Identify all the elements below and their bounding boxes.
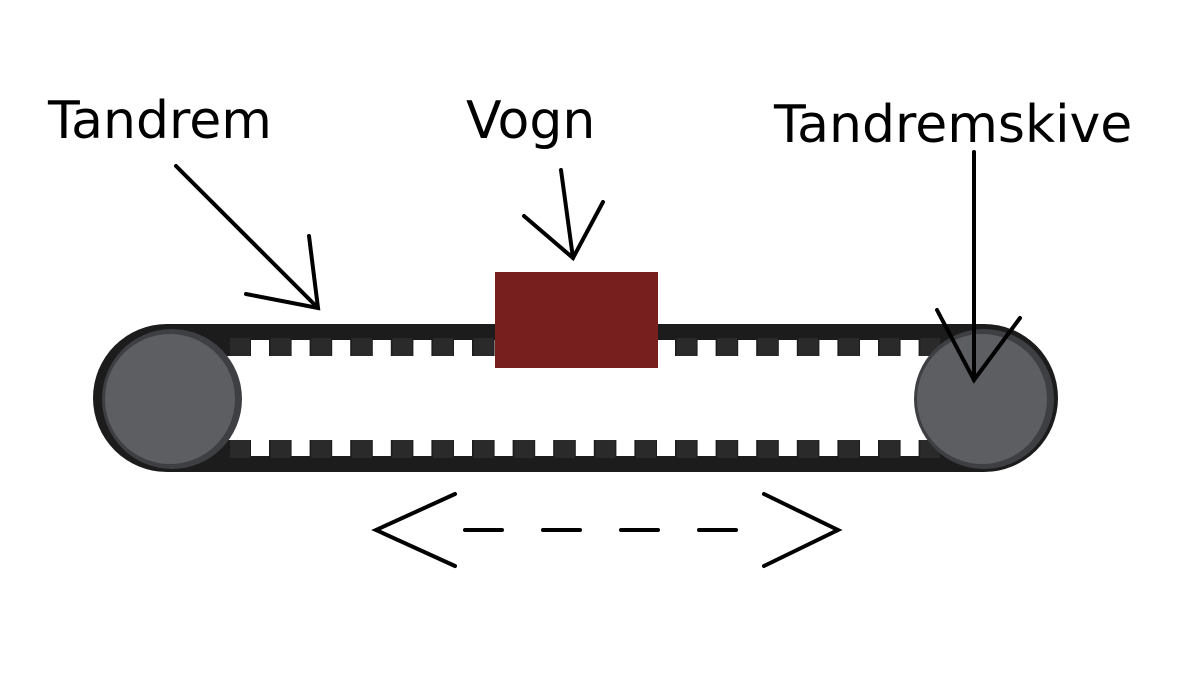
belt-tooth <box>839 440 859 458</box>
belt-tooth-gap <box>697 340 716 356</box>
belt-tooth <box>433 440 453 458</box>
belt-tooth-gap <box>900 340 919 356</box>
belt-tooth <box>270 440 291 458</box>
pulley-pointer-arrow <box>935 150 1022 384</box>
belt-tooth-gap <box>860 440 878 456</box>
belt-tooth <box>798 440 819 458</box>
belt-tooth <box>473 338 494 356</box>
belt-tooth <box>311 338 332 356</box>
belt-tooth <box>270 338 291 356</box>
carriage-pointer-arrow <box>522 168 605 262</box>
belt-tooth-gap <box>575 440 594 456</box>
belt-tooth-gap <box>413 440 432 456</box>
carriage-label: Vogn <box>466 91 595 151</box>
belt-tooth <box>879 338 900 356</box>
belt-tooth <box>392 338 413 356</box>
belt-tooth <box>717 338 738 356</box>
belt-tooth <box>757 338 778 356</box>
belt-tooth <box>676 440 697 458</box>
belt-tooth <box>392 440 413 458</box>
belt-tooth <box>554 440 575 458</box>
carriage-block <box>495 272 658 368</box>
belt-tooth <box>351 440 372 458</box>
belt-tooth-gap <box>251 340 269 356</box>
belt-tooth-gap <box>413 340 432 356</box>
belt-tooth <box>717 440 738 458</box>
belt-tooth <box>433 338 453 356</box>
belt-tooth <box>798 338 819 356</box>
belt-tooth-gap <box>372 440 391 456</box>
belt-tooth-gap <box>291 340 310 356</box>
belt-tooth <box>473 440 494 458</box>
belt-label: Tandrem <box>47 91 272 151</box>
belt-tooth <box>839 338 859 356</box>
pulley-label: Tandremskive <box>773 95 1132 155</box>
belt-tooth-gap <box>616 440 635 456</box>
left-pulley-face <box>105 334 235 464</box>
belt-tooth-gap <box>819 340 838 356</box>
belt-tooth-gap <box>697 440 716 456</box>
belt-tooth <box>636 440 656 458</box>
belt-tooth-gap <box>657 440 675 456</box>
belt-tooth-gap <box>778 440 797 456</box>
belt-loop-inner <box>150 356 1010 440</box>
belt-tooth <box>311 440 332 458</box>
belt-tooth-gap <box>535 440 554 456</box>
belt-tooth <box>230 338 250 356</box>
belt-tooth-gap <box>900 440 919 456</box>
belt-tooth-gap <box>291 440 310 456</box>
belt-tooth-gap <box>332 440 351 456</box>
belt-teeth-bottom <box>230 440 941 458</box>
belt-tooth-gap <box>860 340 878 356</box>
belt-tooth <box>514 440 535 458</box>
belt-tooth <box>757 440 778 458</box>
belt-tooth-gap <box>819 440 838 456</box>
belt-tooth-gap <box>494 440 513 456</box>
belt-tooth-gap <box>657 340 675 356</box>
belt-tooth-gap <box>738 440 757 456</box>
belt-tooth-gap <box>332 340 351 356</box>
belt-tooth <box>676 338 697 356</box>
belt-tooth-gap <box>778 340 797 356</box>
belt-tooth-gap <box>454 440 472 456</box>
belt-tooth <box>595 440 616 458</box>
belt-tooth <box>230 440 250 458</box>
belt-tooth-gap <box>372 340 391 356</box>
belt-tooth-gap <box>738 340 757 356</box>
belt-tooth-gap <box>251 440 269 456</box>
belt-tooth <box>351 338 372 356</box>
belt-pointer-arrow <box>174 164 321 311</box>
right-pulley-face <box>917 334 1047 464</box>
belt-tooth-gap <box>454 340 472 356</box>
motion-double-arrow <box>371 492 843 568</box>
belt-tooth <box>879 440 900 458</box>
